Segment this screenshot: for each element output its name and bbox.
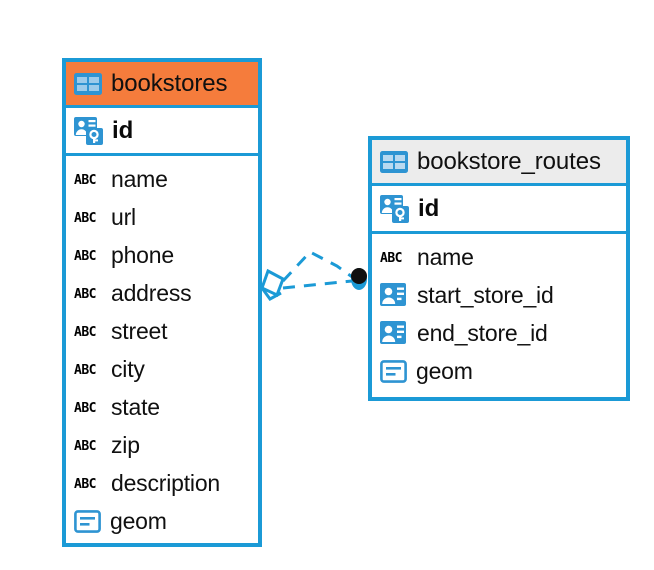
table-icon — [380, 150, 408, 173]
field-label: geom — [110, 507, 167, 534]
field-label: city — [111, 355, 145, 382]
field-label: name — [111, 165, 168, 192]
geometry-icon — [380, 359, 407, 383]
abc-glyph: ABC — [74, 173, 96, 187]
primary-key-label-bookstore-routes: id — [418, 194, 440, 222]
field-label: geom — [416, 357, 473, 384]
field-label: url — [111, 203, 136, 230]
abc-glyph: ABC — [74, 325, 96, 339]
abc-icon: ABC — [74, 211, 96, 225]
abc-glyph: ABC — [74, 401, 96, 415]
field-row[interactable]: ABC street — [66, 312, 258, 350]
abc-icon: ABC — [74, 325, 96, 339]
entity-bookstore-routes[interactable]: bookstore_routes id ABC — [368, 136, 630, 401]
primary-key-icon — [380, 194, 409, 223]
abc-glyph: ABC — [74, 249, 96, 263]
primary-key-row-bookstore-routes[interactable]: id — [372, 186, 626, 234]
field-label: zip — [111, 431, 140, 458]
filled-circle-marker — [351, 268, 367, 290]
entity-title-bookstores: bookstores — [111, 69, 228, 97]
abc-icon: ABC — [74, 401, 96, 415]
field-label: description — [111, 469, 221, 496]
abc-icon: ABC — [74, 363, 96, 377]
field-row[interactable]: ABC phone — [66, 236, 258, 274]
abc-icon: ABC — [380, 251, 402, 265]
entity-header-bookstore-routes[interactable]: bookstore_routes — [372, 140, 626, 186]
field-row[interactable]: ABC city — [66, 350, 258, 388]
abc-glyph: ABC — [74, 439, 96, 453]
field-row[interactable]: ABC description — [66, 464, 258, 502]
table-icon — [74, 72, 102, 95]
entity-header-bookstores[interactable]: bookstores — [66, 62, 258, 108]
field-label: state — [111, 393, 160, 420]
field-row[interactable]: ABC address — [66, 274, 258, 312]
geometry-icon — [74, 509, 101, 533]
abc-icon: ABC — [74, 477, 96, 491]
field-label: street — [111, 317, 168, 344]
foreign-key-icon — [380, 282, 406, 306]
field-row[interactable]: ABC name — [66, 160, 258, 198]
abc-icon: ABC — [74, 439, 96, 453]
field-label: start_store_id — [417, 281, 554, 308]
relationship-edge-lower — [282, 279, 353, 290]
diamond-marker — [260, 268, 285, 301]
relationship-edge-upper — [281, 250, 356, 283]
field-row[interactable]: end_store_id — [372, 314, 626, 352]
field-row[interactable]: geom — [66, 502, 258, 540]
field-row[interactable]: ABC url — [66, 198, 258, 236]
abc-glyph: ABC — [74, 211, 96, 225]
field-label: phone — [111, 241, 174, 268]
field-row[interactable]: ABC zip — [66, 426, 258, 464]
abc-glyph: ABC — [74, 363, 96, 377]
entity-title-bookstore-routes: bookstore_routes — [417, 147, 601, 175]
abc-icon: ABC — [74, 287, 96, 301]
entity-bookstores[interactable]: bookstores id ABC name — [62, 58, 262, 547]
field-row[interactable]: start_store_id — [372, 276, 626, 314]
field-row[interactable]: ABC state — [66, 388, 258, 426]
abc-icon: ABC — [74, 173, 96, 187]
field-label: address — [111, 279, 192, 306]
abc-glyph: ABC — [74, 287, 96, 301]
field-row[interactable]: geom — [372, 352, 626, 390]
abc-icon: ABC — [74, 249, 96, 263]
field-label: end_store_id — [417, 319, 548, 346]
primary-key-icon — [74, 116, 103, 145]
field-list-bookstores: ABC name ABC url ABC phone ABC — [66, 156, 258, 540]
field-list-bookstore-routes: ABC name start_store_id — [372, 234, 626, 390]
field-label: name — [417, 243, 474, 270]
primary-key-label-bookstores: id — [112, 116, 134, 144]
abc-glyph: ABC — [380, 251, 402, 265]
field-row[interactable]: ABC name — [372, 238, 626, 276]
primary-key-row-bookstores[interactable]: id — [66, 108, 258, 156]
foreign-key-icon — [380, 320, 406, 344]
abc-glyph: ABC — [74, 477, 96, 491]
